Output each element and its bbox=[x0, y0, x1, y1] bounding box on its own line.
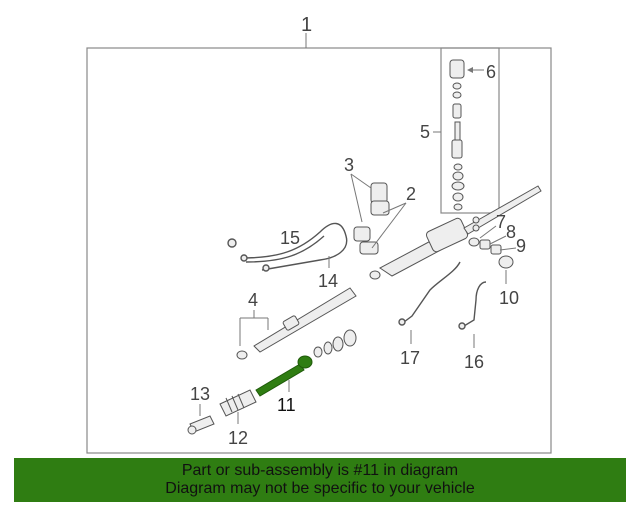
callout-3: 3 bbox=[344, 155, 354, 175]
callout-2: 2 bbox=[406, 184, 416, 204]
steering-gear-housing bbox=[369, 185, 542, 280]
callout-8: 8 bbox=[506, 222, 516, 242]
outer-tie-rod-end bbox=[187, 415, 215, 435]
callout-4: 4 bbox=[248, 290, 258, 310]
banner-line-2: Diagram may not be specific to your vehi… bbox=[165, 480, 475, 497]
assembly-frame bbox=[86, 47, 552, 454]
return-lines bbox=[398, 261, 487, 330]
callout-6: 6 bbox=[486, 62, 496, 82]
callout-1: 1 bbox=[301, 14, 312, 36]
callout-13: 13 bbox=[190, 384, 210, 404]
callout-14: 14 bbox=[318, 271, 338, 291]
callout-11: 11 bbox=[277, 395, 296, 415]
callout-17: 17 bbox=[400, 348, 420, 368]
pressure-lines bbox=[227, 222, 348, 272]
mount-brackets bbox=[353, 182, 390, 255]
callout-16: 16 bbox=[464, 352, 484, 372]
fittings bbox=[468, 237, 514, 269]
part-info-banner: Part or sub-assembly is #11 in diagram D… bbox=[14, 458, 626, 502]
callout-7: 7 bbox=[496, 212, 506, 232]
callout-9: 9 bbox=[516, 236, 526, 256]
bushings bbox=[313, 329, 357, 358]
parts-diagram: 1 5 6 3 2 bbox=[86, 14, 552, 454]
rack-boot bbox=[219, 389, 257, 417]
subassembly-5-frame bbox=[440, 47, 500, 214]
callout-12: 12 bbox=[228, 428, 248, 448]
callout-15: 15 bbox=[280, 228, 300, 248]
callout-10: 10 bbox=[499, 288, 519, 308]
rack-assembly bbox=[236, 287, 357, 360]
callout-5: 5 bbox=[420, 122, 430, 142]
banner-line-1: Part or sub-assembly is #11 in diagram bbox=[181, 462, 459, 479]
inner-tie-rod-highlight bbox=[255, 355, 313, 397]
valve-assembly bbox=[449, 59, 465, 211]
